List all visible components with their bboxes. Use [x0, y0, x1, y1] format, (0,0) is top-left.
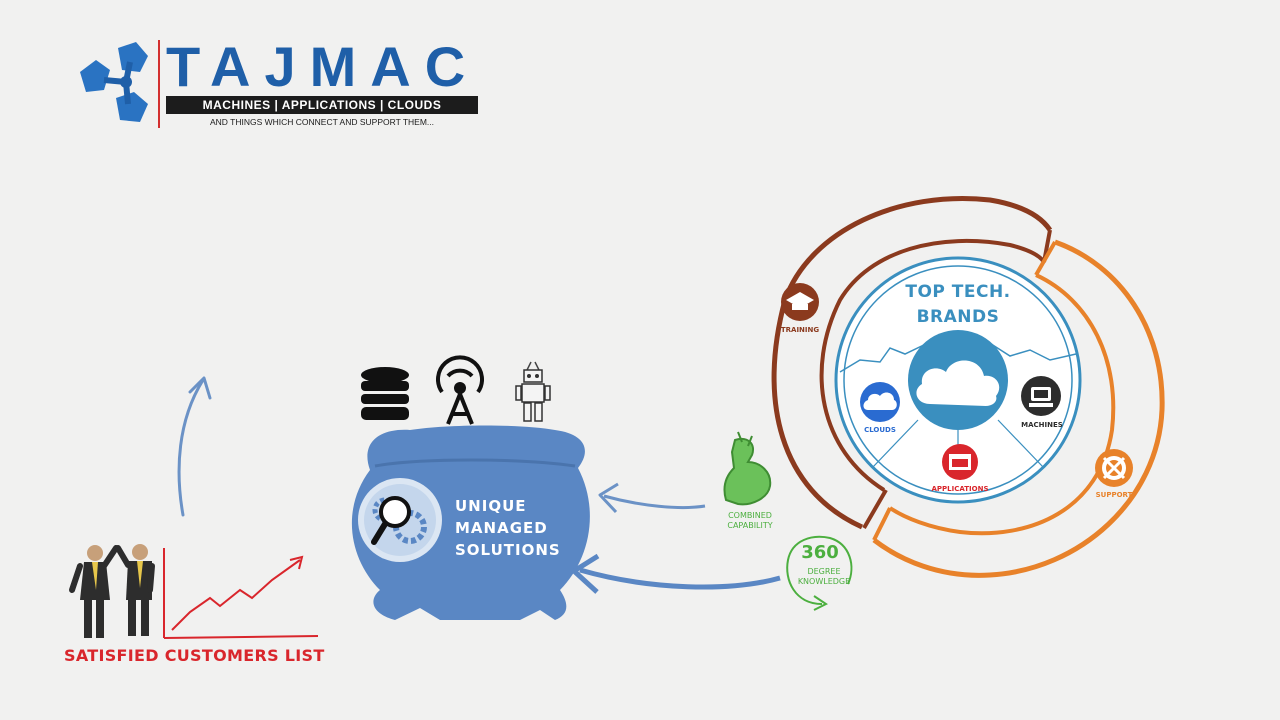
search-gear-icon	[371, 496, 427, 545]
database-icon	[361, 367, 409, 420]
pot-label-line1: UNIQUE	[455, 497, 527, 515]
pot-label: UNIQUE MANAGED SOLUTIONS	[455, 495, 585, 561]
machines-label: MACHINES	[1021, 421, 1063, 429]
support-icon	[1095, 449, 1133, 487]
applications-icon	[942, 444, 978, 480]
machines-icon	[1021, 376, 1061, 416]
satisfied-customers-label: SATISFIED CUSTOMERS LIST	[64, 646, 325, 665]
capability-arrow	[598, 482, 706, 514]
logo-wordmark: TAJMAC	[166, 35, 480, 98]
support-label: SUPPORT	[1095, 491, 1133, 499]
outer-brand-rings	[771, 196, 1165, 578]
businessmen-high-five-figure	[69, 544, 155, 638]
brands-title: TOP TECH. BRANDS	[880, 280, 1036, 330]
training-label: TRAINING	[780, 326, 820, 334]
pot-label-line3: SOLUTIONS	[455, 541, 561, 559]
knowledge-line2: KNOWLEDGE	[797, 577, 851, 586]
growth-chart-sketch	[163, 548, 319, 639]
knowledge-line1: DEGREE	[807, 567, 841, 576]
degree-knowledge-label: DEGREE KNOWLEDGE	[784, 567, 864, 587]
antenna-tower-icon	[436, 355, 484, 425]
capability-line2: CAPABILITY	[727, 521, 773, 530]
logo-divider	[158, 40, 160, 128]
brands-title-line1: TOP TECH.	[905, 282, 1011, 302]
combined-capability-label: COMBINED CAPABILITY	[712, 511, 788, 531]
growth-up-arrow	[177, 378, 205, 517]
cloud-main-icon	[916, 360, 1000, 406]
360-knowledge-badge	[786, 535, 853, 611]
knowledge-arrow	[571, 553, 781, 594]
clouds-label: CLOUDS	[864, 426, 896, 434]
tajmac-logo-icon	[80, 42, 148, 122]
training-icon	[781, 283, 819, 321]
strength-arm-icon	[723, 431, 772, 506]
robot-icon	[515, 361, 551, 422]
logo-bar-text: MACHINES | APPLICATIONS | CLOUDS	[166, 96, 478, 114]
applications-label: APPLICATIONS	[931, 485, 989, 493]
brands-title-line2: BRANDS	[916, 307, 1000, 327]
knowledge-number: 360	[801, 542, 839, 563]
logo-tagline: AND THINGS WHICH CONNECT AND SUPPORT THE…	[209, 117, 435, 127]
clouds-icon	[860, 382, 900, 422]
pot-label-line2: MANAGED	[455, 519, 548, 537]
capability-line1: COMBINED	[728, 511, 772, 520]
